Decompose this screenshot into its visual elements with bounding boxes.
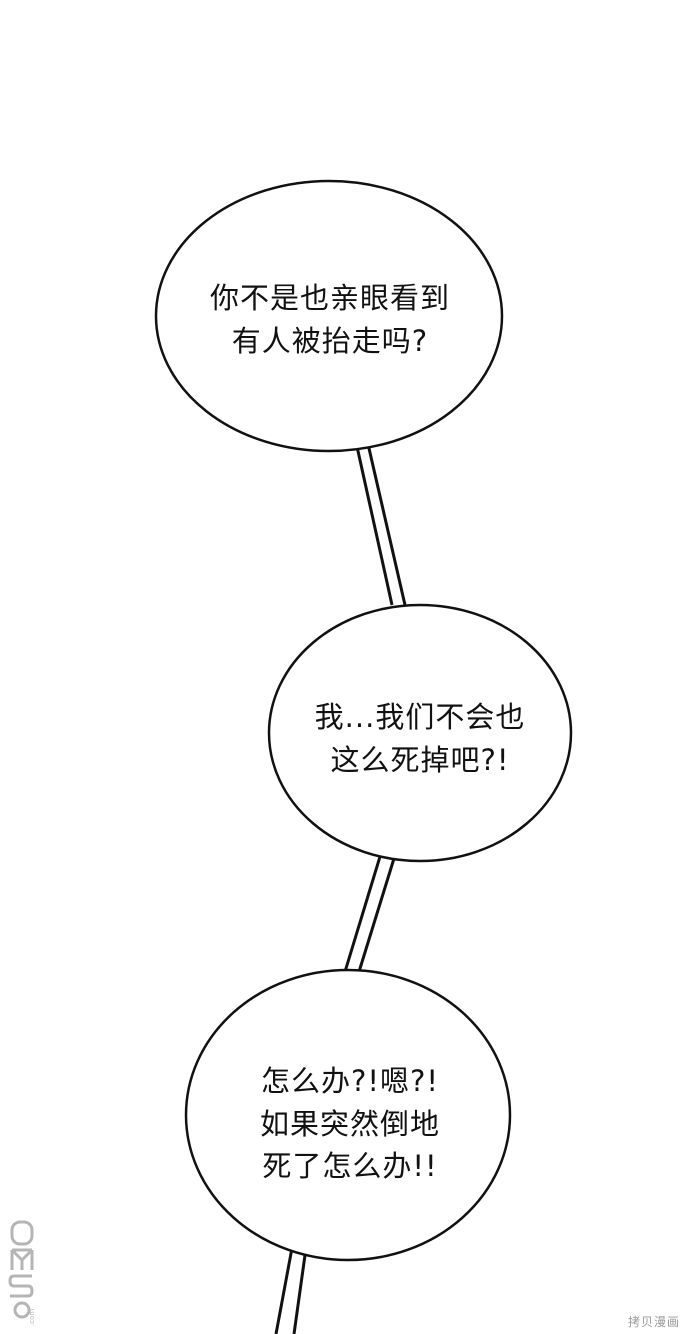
bubble-1-text: 你不是也亲眼看到 有人被抬走吗? [165, 277, 495, 362]
bubble-3-text: 怎么办?!嗯?! 如果突然倒地 死了怎么办!! [195, 1060, 505, 1188]
bubble-1-line-2: 有人被抬走吗? [231, 323, 429, 358]
bubble-3-line-2: 如果突然倒地 [259, 1106, 440, 1141]
bubble-tail-3 [274, 1245, 310, 1334]
corner-watermark: 拷贝漫画 [627, 1315, 680, 1329]
speech-bubble-3 [184, 968, 512, 1262]
bubble-tail-2 [342, 849, 398, 976]
speech-bubble-1 [154, 179, 504, 453]
speech-bubble-2 [267, 603, 573, 863]
bubble-2-line-1: 我...我们不会也 [314, 700, 526, 734]
bubble-2-line-2: 这么死掉吧?! [330, 742, 510, 777]
svg-text:.com: .com [28, 1309, 36, 1326]
bubble-1-line-1: 你不是也亲眼看到 [209, 281, 450, 315]
bubble-3-line-1: 怎么办?!嗯?! [260, 1064, 440, 1098]
bubble-tail-1 [354, 441, 408, 606]
dmzj-logo-watermark: .com [8, 1220, 36, 1326]
bubble-3-line-3: 死了怎么办!! [262, 1149, 438, 1184]
bubble-2-text: 我...我们不会也 这么死掉吧?! [270, 696, 570, 781]
